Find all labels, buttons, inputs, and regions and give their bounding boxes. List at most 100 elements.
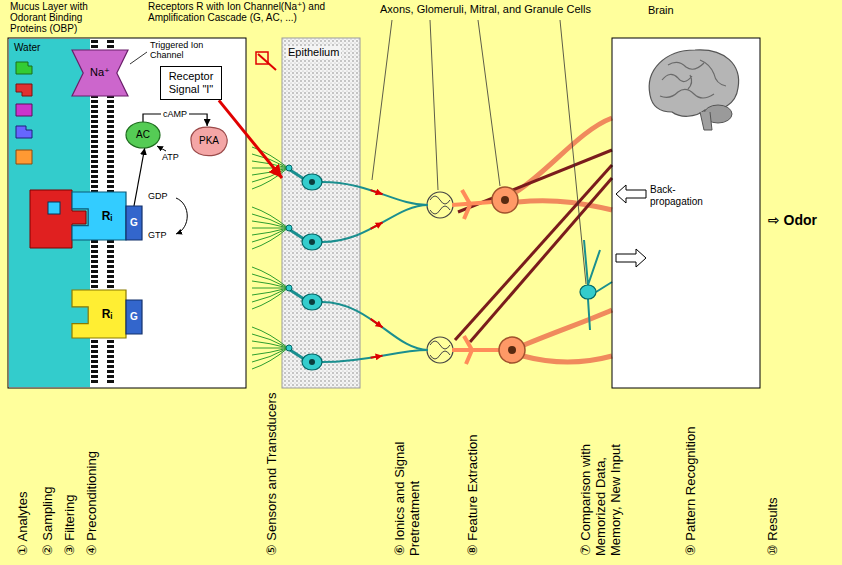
part-label: Receptors R with Ion Channel(Na⁺) and Am… xyxy=(148,1,326,23)
neuron-dendrite xyxy=(290,350,304,359)
lipid-head xyxy=(107,375,114,378)
obp-block xyxy=(16,126,32,138)
lipid-head xyxy=(107,275,114,278)
lipid-head xyxy=(107,45,114,48)
lipid-head xyxy=(91,175,98,178)
kinase-pka: PKA xyxy=(190,126,228,156)
lipid-head xyxy=(91,360,98,363)
obp-block xyxy=(16,62,32,74)
receptor-neuron xyxy=(302,294,322,310)
mitral-dendrite xyxy=(452,336,499,364)
lipid-head xyxy=(107,265,114,268)
cilium xyxy=(252,207,288,228)
cilium xyxy=(252,228,288,235)
lipid-head xyxy=(91,265,98,268)
lipid-head xyxy=(107,40,114,43)
lipid-head xyxy=(107,345,114,348)
signal-arrow xyxy=(371,319,383,328)
dendrite-knob xyxy=(286,285,292,291)
lipid-head xyxy=(91,45,98,48)
leader-line xyxy=(372,20,586,284)
neuron-axon xyxy=(322,350,428,362)
lipid-head xyxy=(91,370,98,373)
lipid-head xyxy=(107,100,114,103)
lipid-head xyxy=(91,115,98,118)
node-text: Back-propagation xyxy=(650,184,714,208)
lipid-head xyxy=(107,365,114,368)
lipid-head xyxy=(107,170,114,173)
lipid-head xyxy=(91,255,98,258)
cilium xyxy=(252,214,288,228)
brain-box: BrainBack-propagation xyxy=(612,38,760,388)
receptor-protein-shape xyxy=(72,290,126,338)
signal-arrow xyxy=(371,222,383,229)
neuron-dendrite xyxy=(290,170,304,179)
lipid-head xyxy=(107,370,114,373)
inset-panel xyxy=(8,38,246,388)
lipid-head xyxy=(107,355,114,358)
lipid-head xyxy=(107,180,114,183)
lipid-head xyxy=(107,145,114,148)
connector xyxy=(134,148,145,206)
g-protein: G xyxy=(126,206,142,240)
g-protein: G xyxy=(126,300,142,334)
node-text: Epithelium xyxy=(286,46,341,59)
part-label: GTP xyxy=(148,230,167,240)
lipid-head xyxy=(107,260,114,263)
ion-channel-shape xyxy=(72,50,128,96)
stage-label: ⑩ Results xyxy=(765,497,780,556)
cilium xyxy=(252,168,288,175)
neuron-axon xyxy=(322,302,428,350)
cilium xyxy=(252,168,288,189)
brain-box-fill xyxy=(612,38,760,388)
lipid-head xyxy=(107,160,114,163)
cilium xyxy=(252,168,288,169)
lipid-head xyxy=(107,175,114,178)
epithelium-fill xyxy=(282,38,360,388)
lipid-head xyxy=(91,160,98,163)
lipid-head xyxy=(107,110,114,113)
cilium xyxy=(252,348,288,362)
lipid-head xyxy=(107,250,114,253)
lipid-head xyxy=(91,145,98,148)
lipid-head xyxy=(91,40,98,43)
dendrite-knob xyxy=(286,345,292,351)
stage-label: ③ Filtering xyxy=(62,494,77,556)
cilium xyxy=(252,288,288,295)
glomerulus xyxy=(427,337,453,363)
cilium xyxy=(252,341,288,348)
dendrite-knob xyxy=(286,225,292,231)
lipid-head xyxy=(107,120,114,123)
cell-nucleus xyxy=(309,239,315,245)
glomerulus-tangle xyxy=(430,196,450,214)
receptor-protein: Rᵢ xyxy=(72,290,126,338)
obp-block xyxy=(16,150,32,164)
lipid-head xyxy=(91,275,98,278)
part-label: Axons, Glomeruli, Mitral, and Granule Ce… xyxy=(380,3,591,16)
lipid-head xyxy=(91,100,98,103)
node-text: Receptor Signal "I" xyxy=(164,70,218,96)
brain-gyri xyxy=(660,60,726,98)
neuron-dendrite xyxy=(290,230,304,239)
leader-line xyxy=(130,52,147,64)
lipid-head xyxy=(107,255,114,258)
stage-label: ⑤ Sensors and Transducers xyxy=(264,393,279,556)
lipid-head xyxy=(107,380,114,383)
node-text: Na⁺ xyxy=(90,66,110,79)
lipid-head xyxy=(107,185,114,188)
lipid-head xyxy=(91,155,98,158)
part-label: GDP xyxy=(148,191,168,201)
block-arrow xyxy=(616,185,646,203)
mitral-axon xyxy=(523,356,612,362)
block-arrow xyxy=(616,249,646,267)
lipid-head xyxy=(91,350,98,353)
connector xyxy=(219,100,282,178)
cell-nucleus xyxy=(309,359,315,365)
node-text: PKA xyxy=(199,135,219,147)
obp-block xyxy=(16,104,32,116)
cilium xyxy=(252,288,288,302)
neuron-dendrite xyxy=(290,290,304,299)
receptor-protein-outline xyxy=(72,192,126,240)
heading-text: Brain xyxy=(648,4,674,17)
